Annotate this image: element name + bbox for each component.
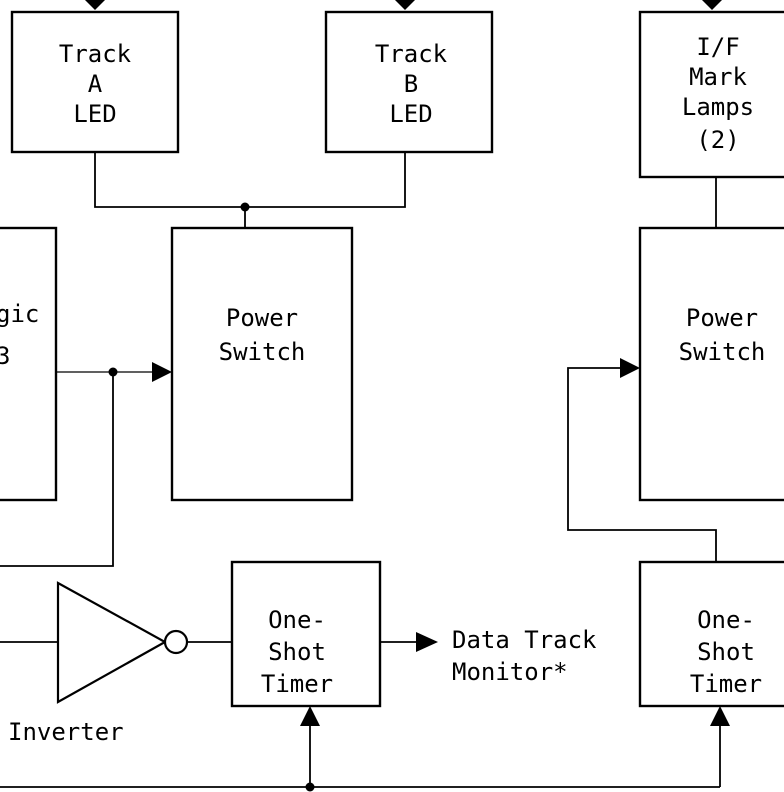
one-shot-2-line1: One- xyxy=(697,606,755,634)
track-b-led-block: Track B LED xyxy=(324,10,494,154)
logic-line2: 3 xyxy=(0,342,10,370)
track-b-line3: LED xyxy=(389,100,432,128)
track-a-line3: LED xyxy=(73,100,116,128)
one-shot-1-line1: One- xyxy=(268,606,326,634)
data-track-monitor-output: Data Track Monitor* xyxy=(380,626,597,686)
one-shot-timer-block-1: One- Shot Timer xyxy=(230,560,382,708)
arrow-head xyxy=(710,706,730,726)
logic-block: gic 3 xyxy=(0,226,58,502)
if-mark-line2: Mark xyxy=(689,63,747,91)
power-switch-1-line2: Switch xyxy=(219,338,306,366)
arrow-head xyxy=(152,362,172,382)
inverter-symbol: Inverter xyxy=(8,581,232,746)
junction-dot xyxy=(305,782,315,792)
track-b-line2: B xyxy=(404,70,418,98)
power-switch-1-line1: Power xyxy=(226,304,298,332)
inverter-label: Inverter xyxy=(8,718,124,746)
track-a-line2: A xyxy=(88,70,103,98)
one-shot-2-line3: Timer xyxy=(690,670,762,698)
top-input-arrows xyxy=(85,0,722,10)
one-shot-1-line2: Shot xyxy=(268,638,326,666)
junction-dot xyxy=(240,202,250,212)
data-track-monitor-line2: Monitor* xyxy=(452,658,568,686)
if-mark-line4: (2) xyxy=(696,126,739,154)
arrow-head xyxy=(300,706,320,726)
power-switch-2-line1: Power xyxy=(686,304,758,332)
track-a-line1: Track xyxy=(59,40,132,68)
one-shot-2-line2: Shot xyxy=(697,638,755,666)
logic-output-wires xyxy=(0,362,172,643)
if-mark-line3: Lamps xyxy=(682,93,754,121)
led-bus-wires xyxy=(94,152,406,228)
timer-2-feedback-wire xyxy=(567,358,717,562)
power-switch-2-line2: Switch xyxy=(679,338,766,366)
power-switch-block-1: Power Switch xyxy=(170,226,354,502)
power-switch-block-2: Power Switch xyxy=(638,226,784,502)
data-track-monitor-line1: Data Track xyxy=(452,626,597,654)
one-shot-1-line3: Timer xyxy=(261,670,333,698)
inverter-bubble xyxy=(163,629,189,655)
track-b-line1: Track xyxy=(375,40,448,68)
logic-line1: gic xyxy=(0,300,39,328)
if-mark-line1: I/F xyxy=(696,33,739,61)
bottom-trigger-bus xyxy=(0,706,730,792)
one-shot-timer-block-2: One- Shot Timer xyxy=(638,560,784,708)
track-a-led-block: Track A LED xyxy=(10,10,180,154)
arrow-head xyxy=(620,358,640,378)
if-mark-lamps-block: I/F Mark Lamps (2) xyxy=(638,10,784,179)
arrow-head xyxy=(416,632,438,652)
